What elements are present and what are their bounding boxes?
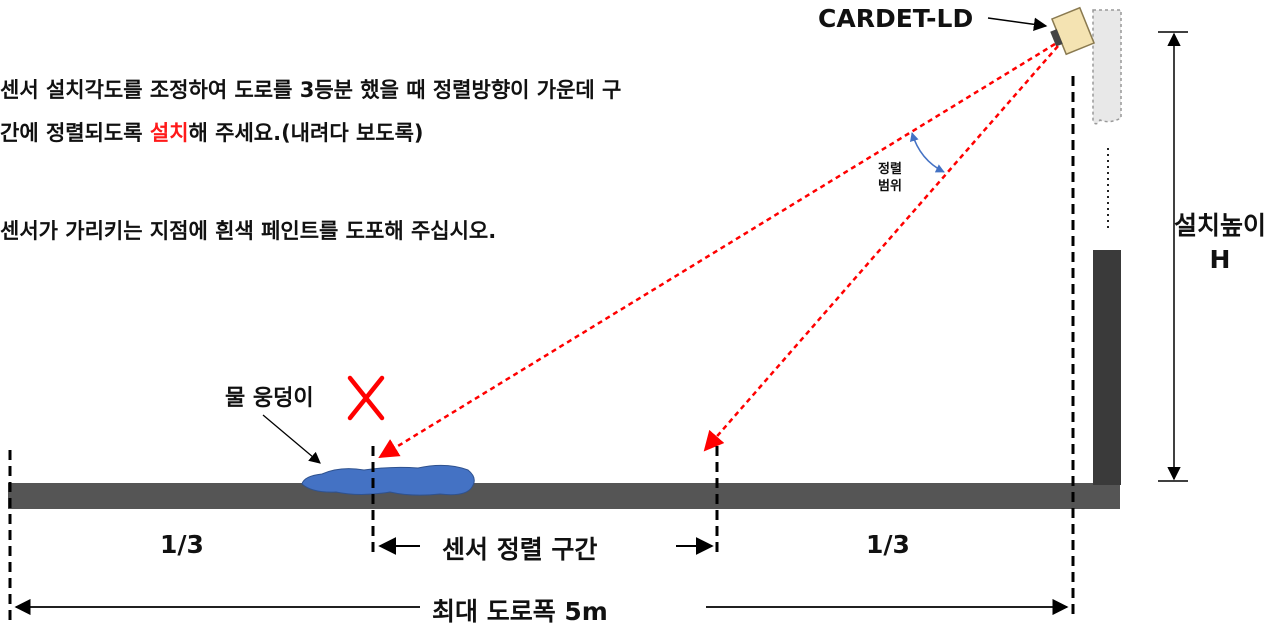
road [8, 483, 1120, 509]
right-third-label: 1/3 [866, 530, 910, 559]
puddle [301, 464, 475, 496]
range-label-line-2: 범위 [878, 179, 902, 194]
road-width-label: 최대 도로폭 5m [432, 597, 608, 626]
device-label: CARDET-LD [818, 4, 974, 33]
height-label-line-2: H [1209, 245, 1231, 274]
beam-left [378, 42, 1056, 459]
puddle-label: 물 웅덩이 [225, 386, 314, 411]
sensor-device [1050, 6, 1096, 56]
range-label: 정렬 범위 [870, 161, 910, 195]
pole-upper [1092, 9, 1122, 125]
no-puddle-cross-icon [347, 375, 385, 421]
height-label: 설치높이 H [1152, 209, 1288, 277]
instruction-line-1: 센서 설치각도를 조정하여 도로를 3등분 했을 때 정렬방향이 가운데 구 [0, 78, 622, 102]
pole-lower [1093, 250, 1121, 485]
install-highlight: 설치 [149, 121, 189, 145]
range-label-line-1: 정렬 [878, 162, 902, 177]
instruction-line-2-end: 해 주세요.(내려다 보도록) [188, 121, 424, 145]
beam-right [703, 45, 1059, 452]
instruction-line-2-start: 간에 정렬되도록 [0, 121, 150, 145]
range-arc [909, 132, 945, 173]
instruction-line-2: 간에 정렬되도록 설치해 주세요.(내려다 보도록) [0, 117, 424, 147]
left-third-label: 1/3 [160, 530, 204, 559]
height-label-line-1: 설치높이 [1173, 211, 1266, 240]
middle-section-label: 센서 정렬 구간 [442, 535, 598, 564]
puddle-pointer [262, 414, 321, 464]
instruction-line-3: 센서가 가리키는 지점에 흰색 페인트를 도포해 주십시오. [0, 219, 497, 243]
device-label-arrow [987, 17, 1048, 32]
